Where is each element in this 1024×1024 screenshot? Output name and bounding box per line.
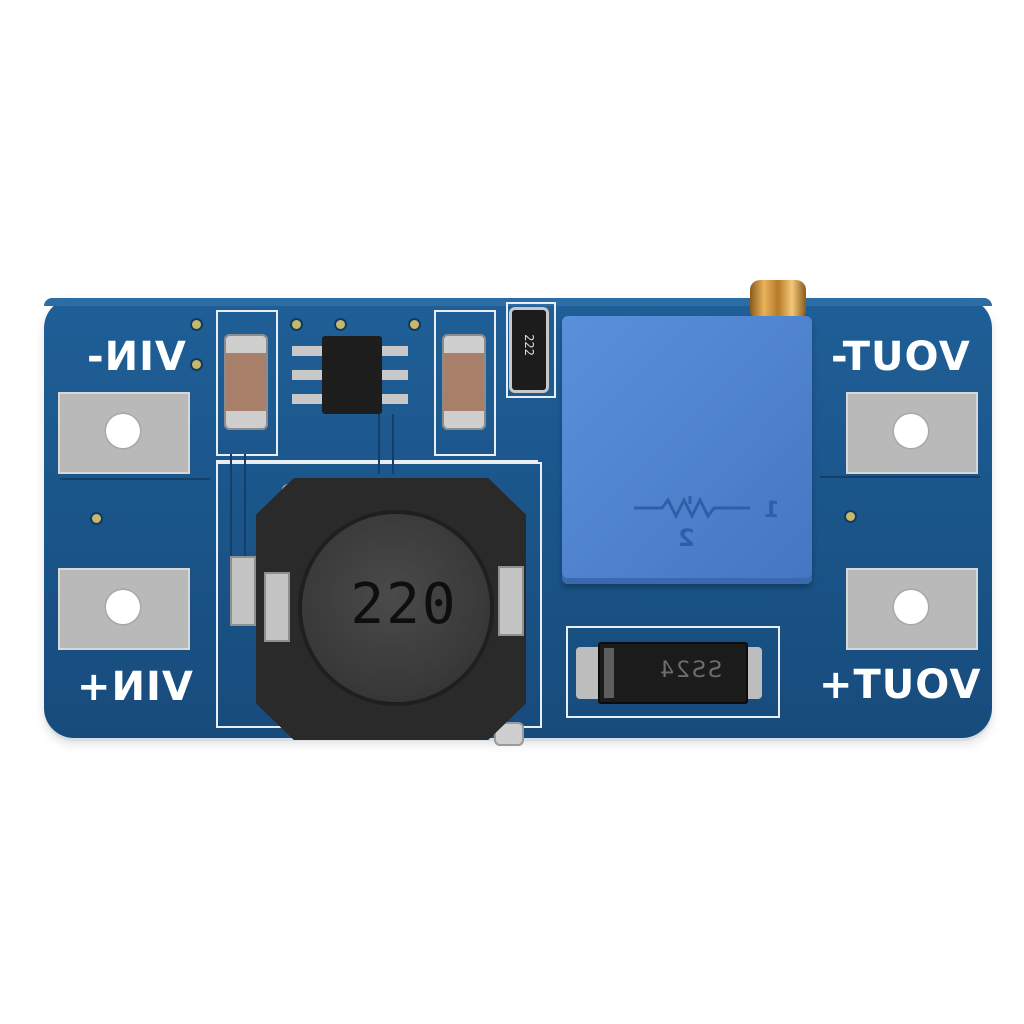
silk-outline-diode — [566, 626, 780, 718]
ic-pin — [374, 370, 408, 380]
inductor-clip-left — [230, 556, 256, 626]
smd-capacitor-left — [224, 334, 268, 430]
via — [336, 320, 345, 329]
silk-outline-cap-left — [216, 310, 278, 456]
pot-pin-2-marking: 2 — [678, 524, 695, 552]
via — [410, 320, 419, 329]
smd-capacitor-right — [442, 334, 486, 430]
vout-minus-pad — [846, 392, 978, 474]
vin-plus-pad — [58, 568, 190, 650]
potentiometer-adjust-screw — [750, 280, 806, 320]
vout-minus-label: VOUT- — [830, 334, 970, 380]
via — [92, 514, 101, 523]
boost-converter-ic — [322, 336, 382, 414]
via — [192, 360, 201, 369]
via — [192, 320, 201, 329]
ic-pin — [292, 346, 326, 356]
smd-resistor: 222 — [512, 310, 546, 390]
resistor-marking: 222 — [521, 334, 536, 356]
ic-pin — [374, 346, 408, 356]
pot-pin-1-marking: 1 — [764, 498, 780, 523]
trace — [820, 476, 980, 478]
vin-minus-pad — [58, 392, 190, 474]
inductor-terminal-left — [264, 572, 290, 642]
silk-outline-resistor — [506, 302, 556, 398]
inductor-marking: 220 — [350, 572, 458, 637]
vout-plus-pad — [846, 568, 978, 650]
via — [846, 512, 855, 521]
vout-minus-hole — [892, 412, 930, 450]
vin-minus-hole — [104, 412, 142, 450]
diode-cathode-band — [604, 648, 614, 698]
schottky-diode: SS24 — [598, 642, 748, 704]
ic-pin — [374, 394, 408, 404]
trace — [244, 454, 246, 564]
inductor-core — [302, 514, 490, 702]
ic-pin — [292, 370, 326, 380]
vin-plus-label: VIN+ — [76, 664, 193, 710]
inductor-terminal-right — [498, 566, 524, 636]
vout-plus-hole — [892, 588, 930, 626]
trimmer-potentiometer — [562, 316, 812, 584]
trace — [230, 454, 232, 564]
silk-line — [216, 460, 538, 462]
diode-marking: SS24 — [658, 658, 722, 683]
ic-pin — [292, 394, 326, 404]
trace — [60, 478, 210, 480]
via — [292, 320, 301, 329]
pot-resistor-symbol-icon — [632, 494, 762, 520]
vin-plus-hole — [104, 588, 142, 626]
vin-minus-label: VIN- — [86, 334, 186, 380]
trace — [392, 414, 394, 474]
vout-plus-label: VOUT+ — [818, 662, 981, 708]
trace — [378, 414, 380, 474]
silk-outline-cap-right — [434, 310, 496, 456]
